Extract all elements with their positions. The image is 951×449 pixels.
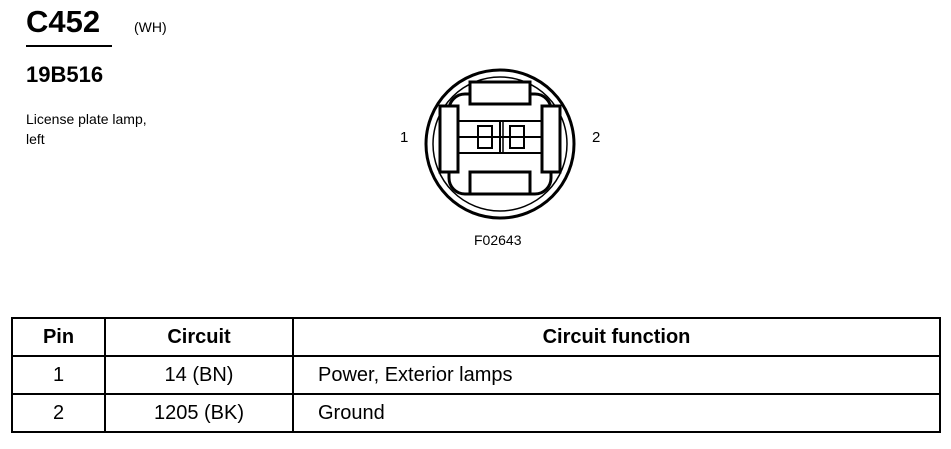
description-line-2: left [26,131,45,147]
cell-circuit-function: Power, Exterior lamps [292,355,941,395]
cell-circuit-function: Ground [292,393,941,433]
pin-label-1: 1 [400,129,409,146]
connector-inner-ring [432,76,568,212]
pin-label-2: 2 [592,129,601,146]
cell-pin: 2 [11,393,106,433]
header-circuit: Circuit [104,317,294,357]
connector-id: C452 [26,4,101,39]
cell-circuit: 14 (BN) [104,355,294,395]
header-pin: Pin [11,317,106,357]
connector-latch-bottom [468,170,532,196]
connector-color: (WH) [134,19,167,35]
table-header-row: Pin Circuit Circuit function [11,317,941,357]
table-row: 1 14 (BN) Power, Exterior lamps [11,355,941,395]
header-circuit-function: Circuit function [292,317,941,357]
connector-side-left [438,104,460,174]
table-row: 2 1205 (BK) Ground [11,393,941,433]
connector-outer-ring [424,68,576,220]
part-number: 19B516 [26,62,104,87]
connector-side-right [540,104,562,174]
cell-circuit: 1205 (BK) [104,393,294,433]
connector-description: License plate lamp, left [26,109,226,149]
connector-id-underline [26,45,112,47]
figure-id: F02643 [474,232,522,248]
connector-latch-top [468,80,532,106]
description-line-1: License plate lamp, [26,111,147,127]
cell-pin: 1 [11,355,106,395]
connector-face-diagram [424,68,576,220]
pinout-table: Pin Circuit Circuit function 1 14 (BN) P… [11,317,941,433]
